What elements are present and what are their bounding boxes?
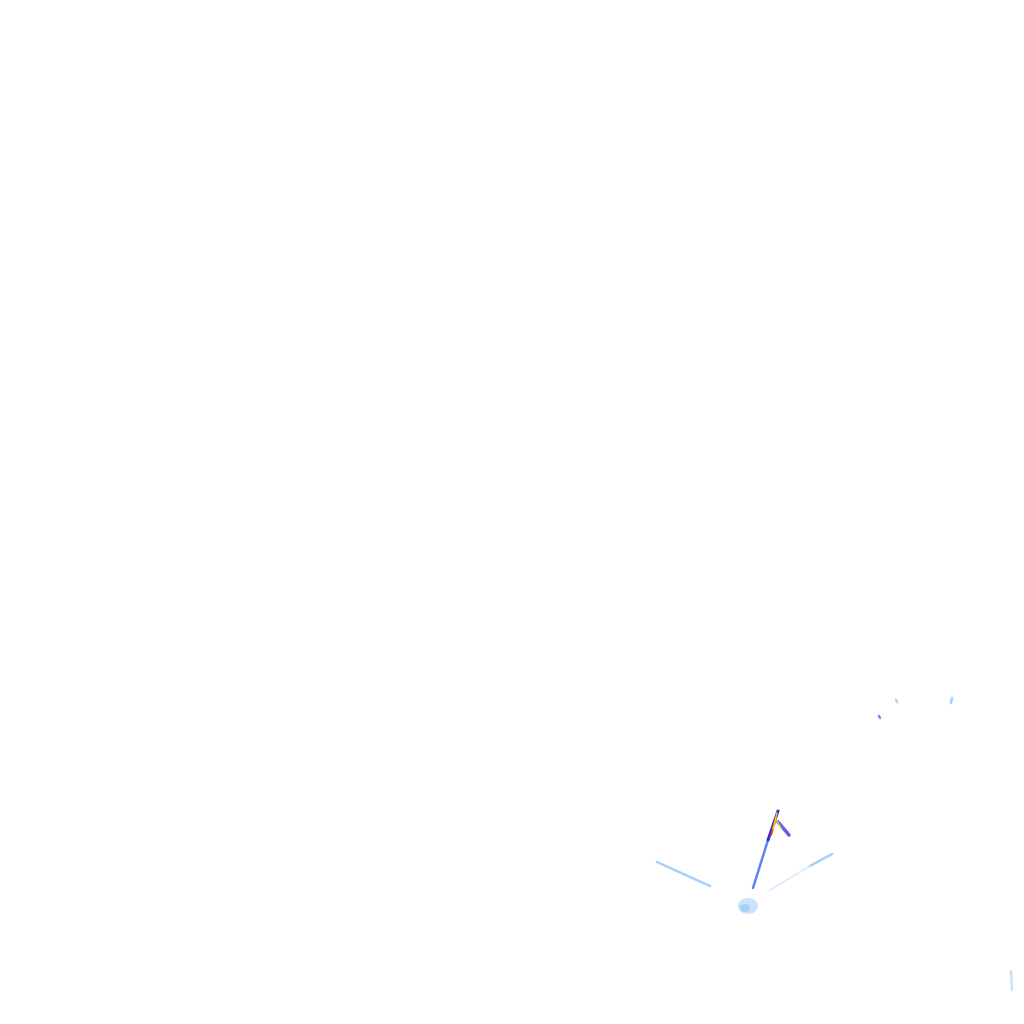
main-streak [751, 838, 770, 890]
speck-3 [949, 696, 954, 705]
hot-core-yellow [772, 812, 778, 830]
speck-1 [877, 714, 882, 720]
right-streak-faint [769, 865, 811, 891]
base-blob-core [740, 904, 750, 912]
heatmap-marks [655, 696, 1014, 992]
flag-wedge [776, 820, 791, 837]
bottom-right-streak [1009, 969, 1014, 992]
right-streak [808, 852, 834, 868]
left-streak [655, 860, 712, 888]
flag-wedge-hot [776, 820, 782, 829]
speck-2 [894, 698, 899, 704]
